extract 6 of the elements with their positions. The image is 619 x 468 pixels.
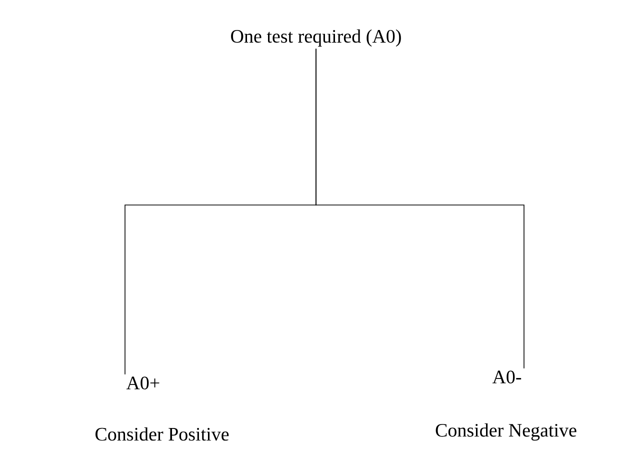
node-label: One test required (A0) bbox=[231, 29, 401, 47]
tree-connector bbox=[316, 48, 524, 369]
outcome-text: Consider Negative bbox=[436, 423, 576, 441]
outcome-text: Consider Positive bbox=[96, 427, 229, 441]
node-label: A0+ bbox=[126, 376, 160, 390]
node-label: A0- bbox=[492, 370, 522, 384]
